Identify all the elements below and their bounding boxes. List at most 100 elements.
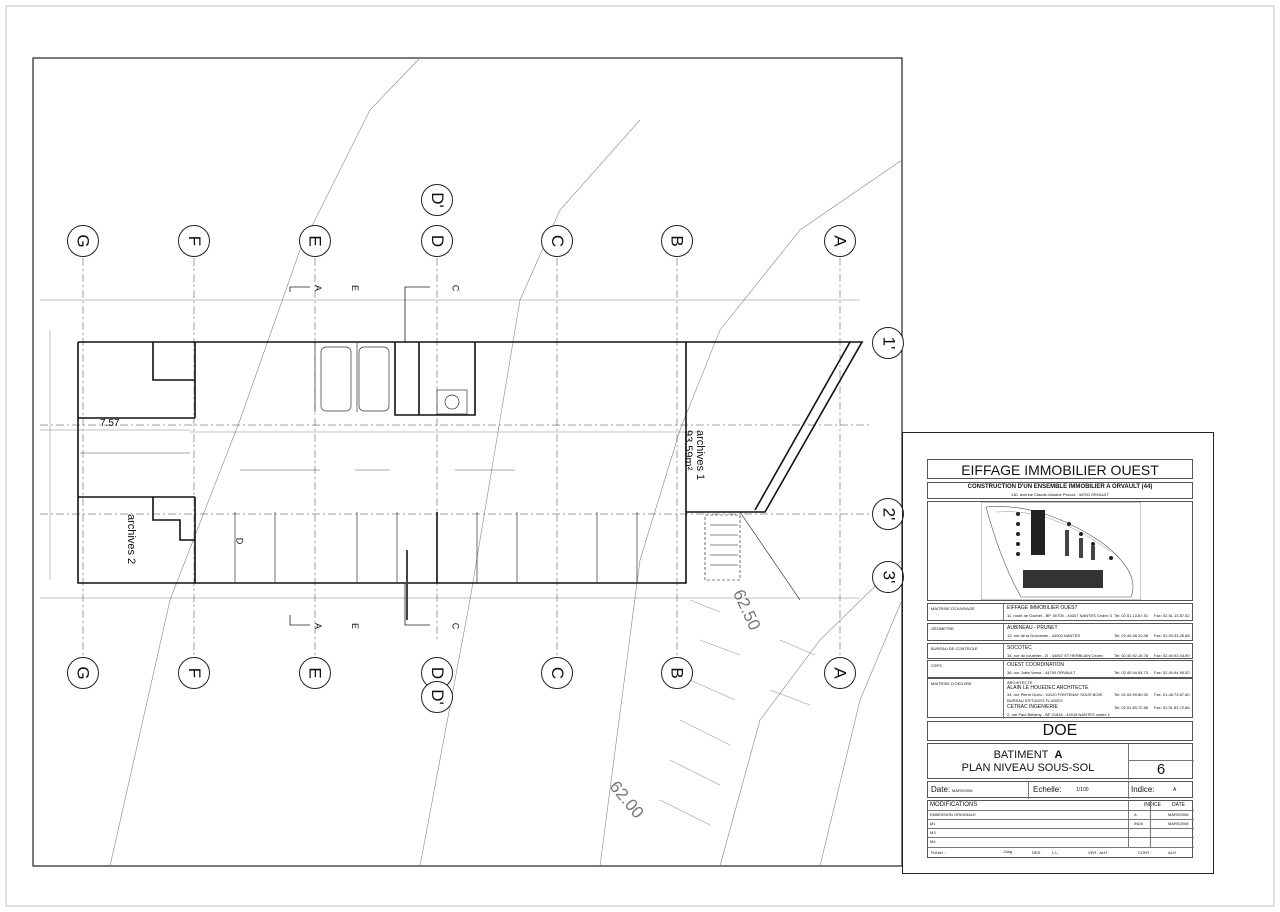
modifications-header: MODIFICATIONS xyxy=(930,802,978,808)
grid-bubble-label: A xyxy=(831,667,850,679)
party-fax: Fax: 02.40.43.25.68 xyxy=(1154,633,1190,638)
date-scale-row: Date: MARS2008 Echelle: 1/100 Indice: A xyxy=(927,781,1193,799)
grid-bubble-top: C xyxy=(541,225,573,257)
grid-bubble-bottom: F xyxy=(178,657,210,689)
slope-hatching xyxy=(659,599,816,826)
party-tel: Tel: 02.51.13.87.51 xyxy=(1114,613,1149,618)
architect-tel: Tel: 01.53.99.80.30 xyxy=(1114,692,1149,697)
modification-indice: A xyxy=(1134,812,1137,817)
stairs xyxy=(704,511,801,601)
room-archives-1: archives 1 93.59m² xyxy=(682,430,706,480)
party-address: 36, rue Jules Verne - 44700 ORVAULT xyxy=(1007,670,1076,675)
grid-bubble-label: 1' xyxy=(878,336,898,350)
party-tel: Tel: 02.40.94.94.73 xyxy=(1114,670,1149,675)
party-row: CSPS OUEST COORDINATION 36, rue Jules Ve… xyxy=(927,660,1193,678)
party-fax: Fax: 02.40.92.04.89 xyxy=(1154,653,1190,658)
controller-label: CONT : xyxy=(1138,850,1152,855)
party-name: SOCOTEC xyxy=(1007,645,1032,651)
grid-bubble-label: G xyxy=(73,234,93,248)
bet-fax: Fax: 02.51.83.72.86 xyxy=(1154,705,1190,710)
grid-bubble-right: 2' xyxy=(872,498,904,530)
index-value: A xyxy=(1173,787,1177,793)
grid-bubble-label: B xyxy=(668,235,687,247)
date-label: Date: xyxy=(931,785,951,794)
grid-bubble-label: D' xyxy=(428,192,447,208)
party-role: GÉOMETRE xyxy=(931,626,954,631)
elevator-icon xyxy=(436,389,468,415)
modification-label: M1 xyxy=(930,821,936,826)
grid-bubble-label: A xyxy=(831,235,850,247)
grid-bubble-top: A xyxy=(824,225,856,257)
grid-bubble-top: E xyxy=(299,225,331,257)
party-name: EIFFAGE IMMOBILIER OUEST xyxy=(1007,605,1078,611)
dimension-lines xyxy=(40,299,860,599)
room-name: archives 1 xyxy=(694,430,706,481)
grid-bubble-top: G xyxy=(67,225,99,257)
architect-label: ARCHITECTE : xyxy=(1007,680,1035,685)
controller-value: ALH xyxy=(1168,850,1176,855)
site-plan-thumbnail xyxy=(981,502,1141,600)
file-label: Fichier : xyxy=(931,850,946,855)
bet-address: 2, rue Paul Bellamy - BP 21816 - 44018 N… xyxy=(1007,712,1110,717)
grid-bubble-bottom: G xyxy=(67,657,99,689)
scale-value: 1/100 xyxy=(1076,787,1089,793)
modification-label: M3 xyxy=(930,830,936,835)
phase-box: DOE xyxy=(927,721,1193,741)
building-title: BATIMENT A xyxy=(928,749,1128,761)
sheet-number: 6 xyxy=(1156,761,1166,778)
terrain-contours xyxy=(109,57,903,867)
grid-bubble-right: 3' xyxy=(872,561,904,593)
site-plan-box xyxy=(927,501,1193,601)
bet-tel: Tel: 02.51.83.72.88 xyxy=(1114,705,1149,710)
grid-lines xyxy=(40,258,870,656)
party-row: MAITRISE D'OUVRAGE EIFFAGE IMMOBILIER OU… xyxy=(927,603,1193,621)
grid-bubble-top: D xyxy=(421,225,453,257)
building-walls xyxy=(77,341,864,584)
grid-bubble-top-extra: D' xyxy=(421,184,453,216)
grid-bubble-label: E xyxy=(306,235,325,247)
party-fax: Fax: 02.40.94.95.52 xyxy=(1154,670,1190,675)
title-block: EIFFAGE IMMOBILIER OUEST CONSTRUCTION D'… xyxy=(902,432,1214,874)
scale-label: Echelle: xyxy=(1033,785,1062,794)
bet-label: BUREAU D'ETUDES FLUIDES xyxy=(1007,698,1063,703)
section-mark-e-bottom: E xyxy=(350,622,361,630)
grid-bubble-label: D' xyxy=(428,689,447,705)
grid-bubble-label: C xyxy=(548,666,567,680)
designer-label: DES : xyxy=(1032,850,1043,855)
grid-bubble-label: B xyxy=(668,667,687,679)
party-role: BUREAU DE CONTROLE xyxy=(931,646,978,651)
building-letter: A xyxy=(1054,749,1063,761)
section-cut-lines xyxy=(289,286,430,626)
section-mark-e-top: E xyxy=(350,284,361,292)
door-label: D xyxy=(234,537,245,545)
modification-label: M4 xyxy=(930,839,936,844)
grid-bubble-bottom: C xyxy=(541,657,573,689)
grid-bubble-label: E xyxy=(306,667,325,679)
party-name: OUEST COORDINATION xyxy=(1007,662,1065,668)
drawing-frame xyxy=(32,57,903,867)
project-box: CONSTRUCTION D'UN ENSEMBLE IMMOBILIER A … xyxy=(927,482,1193,499)
grid-bubble-label: G xyxy=(73,666,93,680)
party-name: AUBINEAU - PRUNET xyxy=(1007,625,1058,631)
building-label: BATIMENT xyxy=(993,749,1049,761)
modifications-table: MODIFICATIONS INDICE DATE EMMISSION ORIG… xyxy=(927,800,1194,858)
party-row: BUREAU DE CONTROLE SOCOTEC 16, rue du co… xyxy=(927,643,1193,659)
grid-bubble-bottom-extra: D' xyxy=(421,681,453,713)
party-address: 16, rue du coutelier - ZI - 44807 ST HER… xyxy=(1007,653,1103,658)
grid-bubble-top: F xyxy=(178,225,210,257)
plan-title: PLAN NIVEAU SOUS-SOL xyxy=(961,762,1095,774)
party-fax: Fax: 02.51.13.87.52 xyxy=(1154,613,1190,618)
modification-indice: IND0 xyxy=(1134,821,1144,826)
grid-bubble-label: F xyxy=(184,667,204,679)
project-title: CONSTRUCTION D'UN ENSEMBLE IMMOBILIER A … xyxy=(967,484,1153,490)
company-name: EIFFAGE IMMOBILIER OUEST xyxy=(961,462,1159,478)
sheet-border xyxy=(5,5,1275,907)
modification-date: MARS2008 xyxy=(1168,821,1189,826)
grid-bubble-right: 1' xyxy=(872,327,904,359)
verifier: VER : ALH xyxy=(1088,850,1108,855)
car-icon xyxy=(358,346,390,412)
bet-name: CETRAC INGENIERIE xyxy=(1007,704,1058,710)
grid-bubble-label: C xyxy=(548,234,567,248)
architect-fax: Fax: 01.48.73.67.80 xyxy=(1154,692,1190,697)
indice-header: INDICE xyxy=(1144,802,1161,808)
